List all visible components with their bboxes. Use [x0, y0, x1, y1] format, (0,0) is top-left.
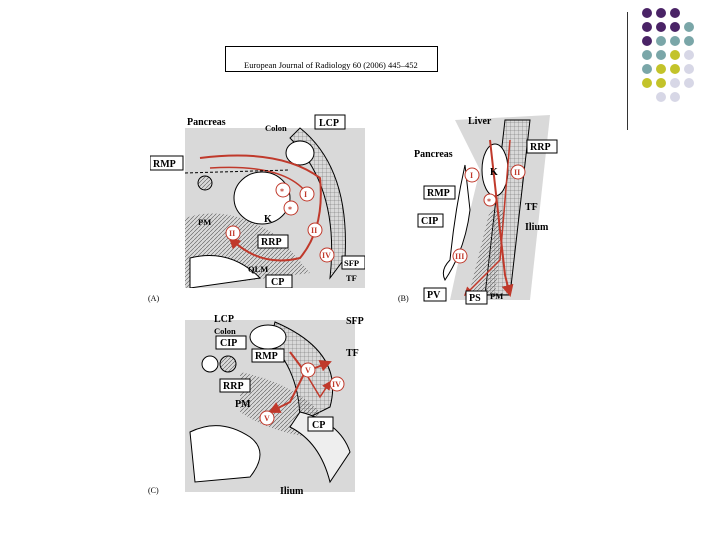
label-tf: TF: [346, 273, 357, 283]
label-cip: CIP: [220, 338, 237, 349]
label-lcp: LCP: [214, 314, 234, 325]
label-k: K: [490, 167, 498, 178]
label-pm: PM: [235, 399, 251, 410]
decorative-dot: [642, 50, 652, 60]
decorative-dot: [656, 78, 666, 88]
colon-shape: [442, 164, 471, 281]
label-pancreas: Pancreas: [187, 117, 226, 128]
figure-panel-a: Pancreas Colon LCP RMP PM K RRP QLM CP S…: [150, 114, 365, 288]
fluid-path-arrow: [199, 154, 322, 262]
label-colon: Colon: [214, 326, 236, 336]
label-tf: TF: [525, 202, 538, 213]
decorative-dot: [656, 8, 666, 18]
numeral-v: V: [264, 414, 270, 423]
asterisk-marker: *: [487, 197, 491, 206]
decorative-dot: [670, 36, 680, 46]
numeral-iii: III: [455, 252, 464, 261]
label-rrp: RRP: [530, 142, 551, 153]
decorative-dot: [670, 50, 680, 60]
decorative-dot: [684, 78, 694, 88]
decorative-dot: [656, 64, 666, 74]
colon-shape: [249, 324, 287, 350]
vertebra-shape: [189, 255, 262, 288]
decorative-dot: [670, 22, 680, 32]
fascia-layer: [289, 127, 346, 280]
label-pm: PM: [198, 217, 211, 227]
vessel-shape: [197, 175, 213, 191]
numeral-iv: IV: [322, 251, 331, 260]
numeral-ii: II: [311, 226, 317, 235]
numeral-i: I: [470, 171, 473, 180]
label-pancreas: Pancreas: [414, 149, 453, 160]
label-cip: CIP: [421, 216, 438, 227]
decorative-dot-grid: [640, 8, 720, 118]
label-ilium: Ilium: [280, 486, 304, 497]
label-ilium: Ilium: [525, 222, 549, 233]
decorative-dot: [656, 92, 666, 102]
label-sfp: SFP: [346, 316, 364, 327]
label-pm: PM: [490, 291, 503, 301]
decorative-dot: [642, 64, 652, 74]
decorative-dot: [656, 22, 666, 32]
decorative-dot: [684, 50, 694, 60]
decorative-dot: [684, 64, 694, 74]
asterisk-marker: *: [280, 187, 284, 196]
figure-panel-b: Liver RRP Pancreas K RMP CIP TF Ilium PV…: [414, 115, 558, 305]
label-k: K: [264, 214, 272, 225]
label-pv: PV: [427, 290, 441, 301]
divider-line: [627, 12, 628, 130]
label-rrp: RRP: [261, 237, 282, 248]
label-lcp: LCP: [319, 118, 339, 129]
fluid-path-arrow: [463, 139, 511, 297]
label-colon: Colon: [265, 123, 287, 133]
numeral-ii: II: [514, 168, 520, 177]
numeral-v: V: [305, 366, 311, 375]
label-rmp: RMP: [427, 188, 450, 199]
panel-caption-b: (B): [398, 294, 409, 303]
label-rmp: RMP: [255, 351, 278, 362]
numeral-i: I: [304, 190, 307, 199]
decorative-dot: [656, 50, 666, 60]
vessel-shape: [219, 355, 237, 373]
label-rrp: RRP: [223, 381, 244, 392]
colon-shape: [285, 140, 315, 166]
label-tf: TF: [346, 348, 359, 359]
label-sfp: SFP: [344, 258, 359, 268]
fluid-path-arrow: [489, 139, 514, 297]
label-ps: PS: [469, 293, 481, 304]
label-rmp: RMP: [153, 159, 176, 170]
decorative-dot: [684, 22, 694, 32]
dashed-boundary: [184, 169, 291, 174]
decorative-dot: [670, 64, 680, 74]
figure-panel-c: LCP Colon SFP CIP RMP TF RRP PM CP Ilium…: [185, 314, 364, 497]
label-liver: Liver: [468, 116, 492, 127]
asterisk-marker: *: [288, 205, 292, 214]
numeral-ii: II: [229, 229, 235, 238]
decorative-dot: [670, 92, 680, 102]
decorative-dot: [642, 8, 652, 18]
panel-caption-c: (C): [148, 486, 159, 495]
vertebra-shape: [189, 425, 261, 483]
psoas-region: [470, 210, 505, 295]
decorative-dot: [642, 78, 652, 88]
decorative-dot: [656, 36, 666, 46]
label-cp: CP: [312, 420, 325, 431]
vessel-shape: [201, 355, 219, 373]
label-cp: CP: [271, 277, 284, 288]
decorative-dot: [642, 22, 652, 32]
decorative-dot: [670, 8, 680, 18]
decorative-dot: [670, 78, 680, 88]
fluid-path-arrow: [268, 371, 306, 413]
numeral-iv: IV: [332, 380, 341, 389]
label-qlm: QLM: [248, 264, 268, 274]
kidney-shape: [233, 171, 291, 225]
decorative-dot: [684, 36, 694, 46]
decorative-dot: [642, 36, 652, 46]
citation-box: European Journal of Radiology 60 (2006) …: [225, 46, 438, 72]
fluid-path-arrow: [304, 371, 331, 399]
panel-caption-a: (A): [148, 294, 160, 303]
